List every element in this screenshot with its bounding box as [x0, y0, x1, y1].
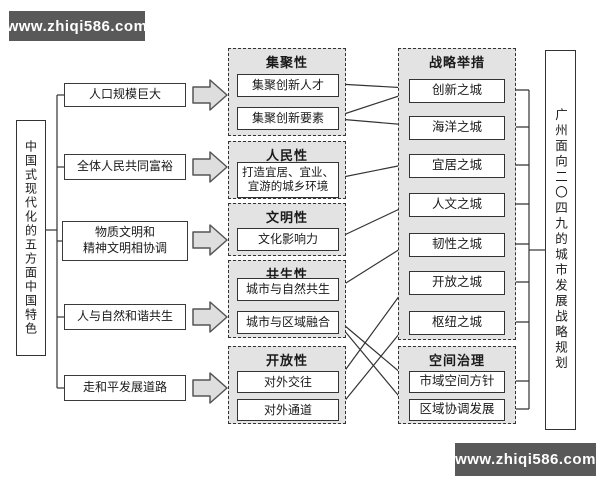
node-line1: 打造宜居、宜业、 [242, 166, 334, 179]
node-city-nature-symbiosis: 城市与自然共生 [237, 278, 339, 301]
node-resilient-city: 韧性之城 [409, 233, 505, 257]
group-people-oriented: 人民性 打造宜居、宜业、 宜游的城乡环境 [228, 141, 346, 199]
left-box-civilization-coordination: 物质文明和 精神文明相协调 [62, 221, 188, 261]
flow-arrow [192, 301, 228, 333]
left-title-box: 中国式现代化的五方面中国特色 [16, 120, 46, 356]
group-openness: 开放性 对外交往 对外通道 [228, 346, 346, 424]
watermark-bottom-right: www.zhiqi586.com [455, 443, 596, 476]
group-header: 开放性 [265, 353, 308, 368]
left-box-peaceful-development: 走和平发展道路 [64, 375, 186, 401]
node-humanistic-city: 人文之城 [409, 193, 505, 217]
left-box-line1: 物质文明和 [94, 225, 155, 240]
right-title-box: 广州面向二〇四九的城市发展战略规划 [545, 50, 576, 430]
left-box-population: 人口规模巨大 [64, 83, 186, 107]
node-open-city: 开放之城 [409, 271, 505, 295]
node-municipal-spatial-policy: 市域空间方针 [409, 371, 505, 393]
left-box-line2: 精神文明相协调 [82, 241, 167, 255]
node-livable-environment: 打造宜居、宜业、 宜游的城乡环境 [237, 162, 339, 198]
group-symbiosis: 共生性 城市与自然共生 城市与区域融合 [228, 260, 346, 338]
node-marine-city: 海洋之城 [409, 116, 505, 140]
node-innovation-city: 创新之城 [409, 79, 505, 103]
node-attract-innovation-talent: 集聚创新人才 [237, 74, 339, 97]
node-foreign-exchange: 对外交往 [237, 371, 339, 393]
group-strategic-measures: 战略举措 创新之城 海洋之城 宜居之城 人文之城 韧性之城 开放之城 枢纽之城 [398, 48, 516, 340]
group-header: 文明性 [265, 210, 308, 225]
flow-arrow [192, 151, 228, 183]
flow-arrow [192, 79, 228, 111]
node-attract-innovation-elements: 集聚创新要素 [237, 107, 339, 130]
node-cultural-influence: 文化影响力 [237, 228, 339, 251]
node-livable-city: 宜居之城 [409, 154, 505, 178]
group-header: 战略举措 [428, 55, 485, 70]
flow-arrow [192, 224, 228, 256]
left-box-nature-harmony: 人与自然和谐共生 [64, 304, 186, 330]
group-agglomeration: 集聚性 集聚创新人才 集聚创新要素 [228, 48, 346, 136]
group-civilization: 文明性 文化影响力 [228, 203, 346, 256]
node-regional-coordination: 区域协调发展 [409, 399, 505, 421]
node-foreign-channels: 对外通道 [237, 399, 339, 421]
watermark-top-left: www.zhiqi586.com [7, 11, 147, 41]
group-header: 人民性 [265, 148, 308, 163]
flow-arrow [192, 372, 228, 404]
node-hub-city: 枢纽之城 [409, 311, 505, 335]
group-spatial-governance: 空间治理 市域空间方针 区域协调发展 [398, 346, 516, 424]
node-city-region-integration: 城市与区域融合 [237, 311, 339, 334]
group-header: 空间治理 [428, 353, 485, 368]
group-header: 集聚性 [265, 55, 308, 70]
node-line2: 宜游的城乡环境 [247, 181, 329, 193]
left-box-common-prosperity: 全体人民共同富裕 [64, 154, 186, 180]
